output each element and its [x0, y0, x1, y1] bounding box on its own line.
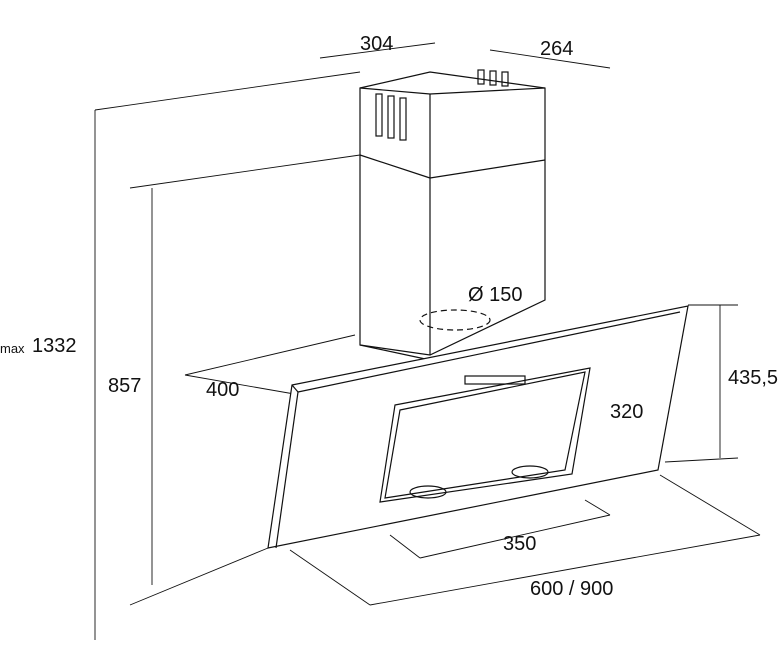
panel-height-label: 320: [610, 401, 644, 423]
hood-depth-label: 400: [206, 379, 240, 401]
chimney-depth-label: 264: [540, 38, 574, 60]
chimney-height-label: 857: [108, 375, 142, 397]
duct-diameter-label: Ø 150: [468, 284, 523, 306]
panel-width-label: 350: [503, 533, 537, 555]
duct-outlet: [419, 309, 491, 331]
hood-width-label: 600 / 900: [530, 578, 614, 600]
max-height-label: 1332: [32, 335, 77, 357]
chimney-width-label: 304: [360, 33, 394, 55]
chimney: [359, 71, 546, 361]
vent-slots: [375, 69, 509, 141]
lights: [409, 465, 549, 499]
hood-height-label: 435,5: [728, 367, 779, 389]
max-height-prefix: max: [0, 341, 25, 356]
